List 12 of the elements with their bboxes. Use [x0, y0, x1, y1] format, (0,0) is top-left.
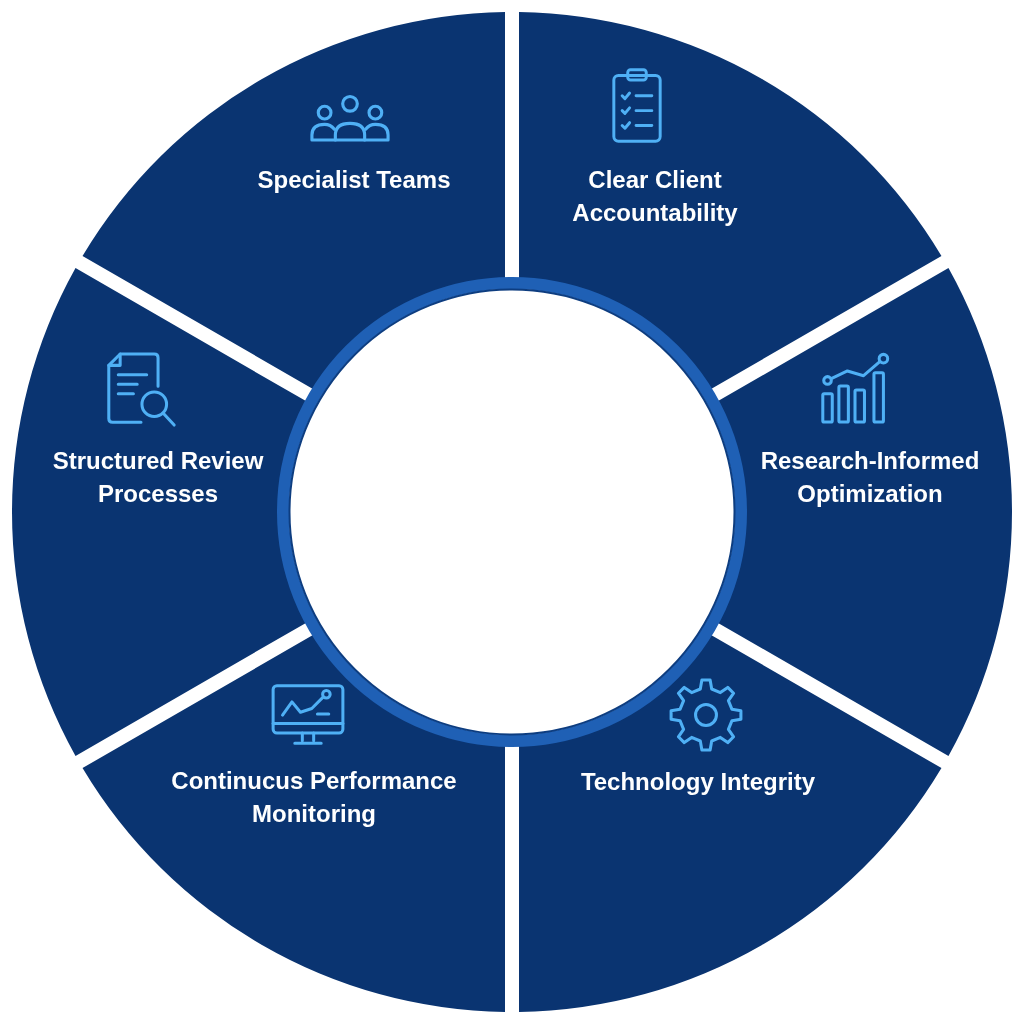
ring-segment [716, 268, 1012, 756]
ring-segment [518, 634, 942, 1012]
ring-segment [82, 634, 505, 1012]
ring-segment [519, 12, 942, 390]
ring-segment [82, 12, 505, 390]
segment-label: Continucus Performance Monitoring [170, 766, 458, 829]
segment-label: Technology Integrity [579, 766, 817, 797]
segment-label: Research-Informed Optimization [759, 446, 981, 509]
segment-label: Structured Review Processes [51, 446, 265, 509]
ring-segment [12, 268, 308, 756]
segment-label: Specialist Teams [256, 164, 452, 195]
segment-label: Clear Client Accountability [571, 165, 739, 228]
